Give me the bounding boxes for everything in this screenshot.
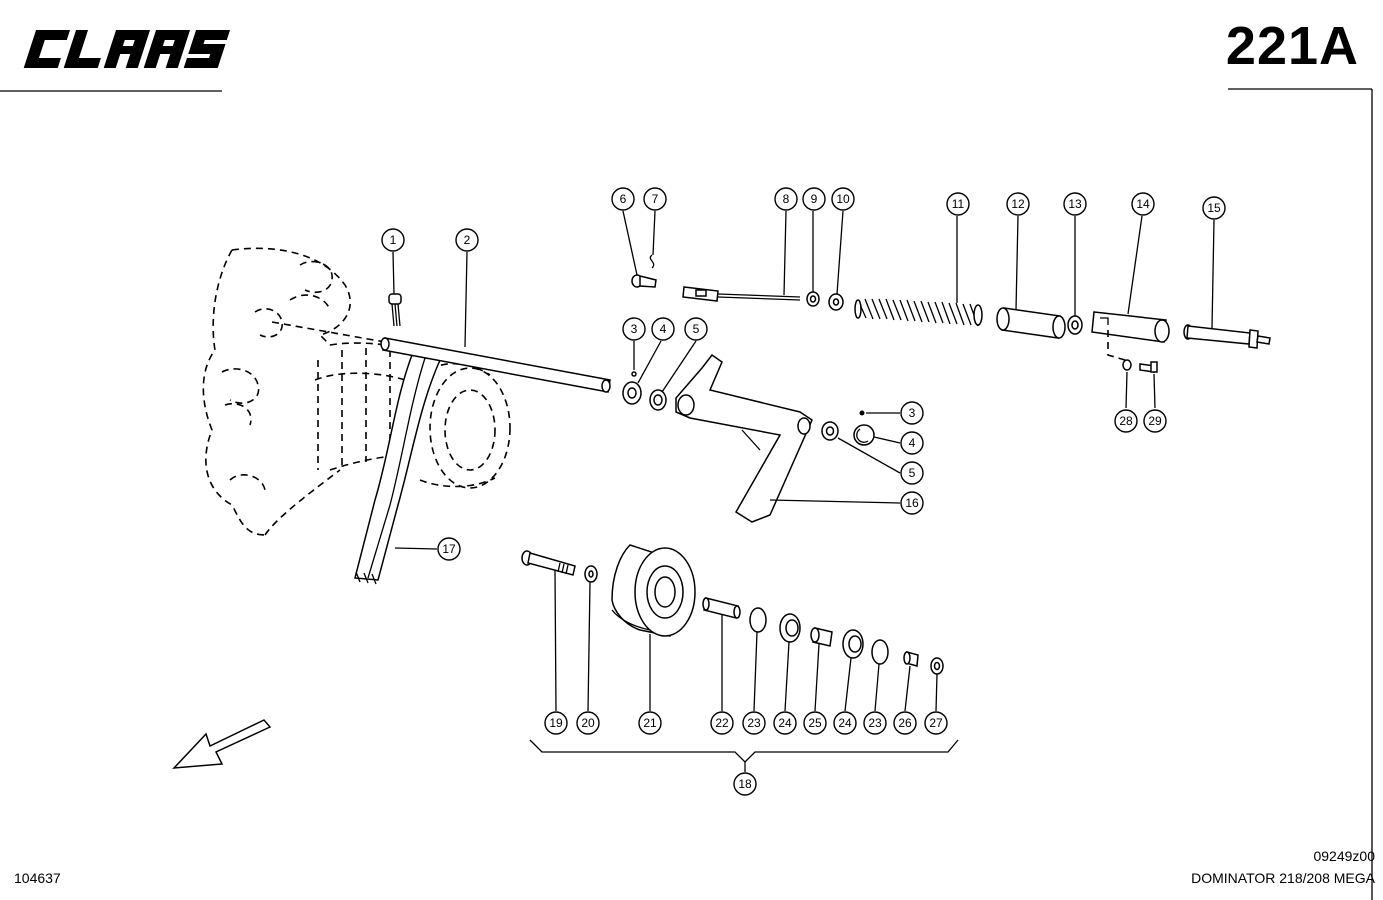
svg-text:5: 5 [693, 322, 700, 336]
bush-26-part [903, 651, 919, 667]
shaft-part [380, 337, 611, 393]
svg-text:23: 23 [747, 716, 761, 730]
svg-text:16: 16 [905, 496, 919, 510]
bracket-part [1091, 311, 1170, 361]
svg-text:19: 19 [549, 716, 563, 730]
callout-3a: 3 [622, 317, 646, 341]
direction-arrow-icon [172, 719, 272, 769]
document-number: 104637 [14, 870, 61, 886]
svg-text:13: 13 [1068, 197, 1082, 211]
callout-18: 18 [733, 772, 757, 796]
callout-24b: 24 [833, 711, 857, 735]
callout-8: 8 [774, 187, 798, 211]
assembly-brace [529, 739, 959, 763]
callout-19: 19 [544, 711, 568, 735]
svg-text:4: 4 [909, 436, 916, 450]
svg-text:28: 28 [1119, 414, 1133, 428]
circlip-23b-part [871, 639, 889, 665]
callout-16: 16 [900, 491, 924, 515]
svg-text:15: 15 [1207, 201, 1221, 215]
callout-2: 2 [455, 228, 479, 252]
callout-group: 1 2 3 4 5 6 7 8 9 10 11 12 13 14 15 3 4 … [381, 187, 1226, 796]
callout-23a: 23 [742, 711, 766, 735]
model-name: DOMINATOR 218/208 MEGA [1191, 870, 1375, 886]
callout-4a: 4 [651, 317, 675, 341]
svg-text:4: 4 [660, 322, 667, 336]
svg-text:10: 10 [836, 192, 850, 206]
svg-text:14: 14 [1136, 197, 1150, 211]
pulley-part [611, 544, 696, 637]
claas-logo [23, 30, 231, 68]
callout-7: 7 [643, 187, 667, 211]
callout-12: 12 [1006, 192, 1030, 216]
bolt-19-part [521, 550, 576, 576]
phantom-housing [202, 247, 511, 536]
spacer-25-part [810, 627, 833, 647]
svg-text:20: 20 [581, 716, 595, 730]
callout-17: 17 [437, 537, 461, 561]
svg-text:6: 6 [620, 192, 627, 206]
svg-text:26: 26 [898, 716, 912, 730]
callout-20: 20 [576, 711, 600, 735]
callout-23b: 23 [863, 711, 887, 735]
ball-part [631, 371, 637, 377]
bolt-part [1183, 324, 1271, 349]
callout-9: 9 [802, 187, 826, 211]
svg-text:27: 27 [929, 716, 943, 730]
callout-15: 15 [1202, 196, 1226, 220]
leader-lines [392, 210, 1215, 772]
svg-text:2: 2 [464, 233, 471, 247]
callout-25: 25 [803, 711, 827, 735]
callout-21: 21 [638, 711, 662, 735]
svg-text:17: 17 [442, 542, 456, 556]
spacer-22-part [702, 597, 741, 619]
svg-text:3: 3 [631, 322, 638, 336]
svg-text:9: 9 [811, 192, 818, 206]
callout-29: 29 [1143, 409, 1167, 433]
callout-26: 26 [893, 711, 917, 735]
callout-5a: 5 [684, 317, 708, 341]
callout-3b: 3 [900, 401, 924, 425]
callout-27: 27 [924, 711, 948, 735]
svg-text:25: 25 [808, 716, 822, 730]
spring-part [854, 298, 983, 327]
svg-text:12: 12 [1011, 197, 1025, 211]
svg-text:21: 21 [643, 716, 657, 730]
svg-text:3: 3 [909, 406, 916, 420]
callout-10: 10 [831, 187, 855, 211]
svg-text:22: 22 [715, 716, 729, 730]
svg-text:18: 18 [738, 777, 752, 791]
callout-11: 11 [946, 192, 970, 216]
callout-24a: 24 [773, 711, 797, 735]
screw-part [388, 293, 402, 327]
callout-13: 13 [1063, 192, 1087, 216]
svg-text:5: 5 [909, 466, 916, 480]
svg-text:24: 24 [838, 716, 852, 730]
callout-4b: 4 [900, 431, 924, 455]
svg-text:23: 23 [868, 716, 882, 730]
callout-28: 28 [1114, 409, 1138, 433]
svg-text:1: 1 [390, 233, 397, 247]
svg-text:11: 11 [952, 197, 965, 211]
svg-text:29: 29 [1148, 414, 1162, 428]
callout-6: 6 [611, 187, 635, 211]
circlip-23-part [749, 607, 767, 633]
sheet-number: 221A [1225, 16, 1359, 76]
callout-22: 22 [710, 711, 734, 735]
belt-part [354, 354, 442, 585]
svg-text:7: 7 [652, 192, 659, 206]
drawing-number: 09249z00 [1313, 848, 1375, 864]
callout-14: 14 [1131, 192, 1155, 216]
callout-1: 1 [381, 228, 405, 252]
svg-text:24: 24 [778, 716, 792, 730]
callout-5b: 5 [900, 461, 924, 485]
tension-rod-part [682, 286, 844, 311]
lever-arm-part [675, 353, 813, 523]
svg-text:8: 8 [783, 192, 790, 206]
sleeve-part [996, 307, 1066, 339]
